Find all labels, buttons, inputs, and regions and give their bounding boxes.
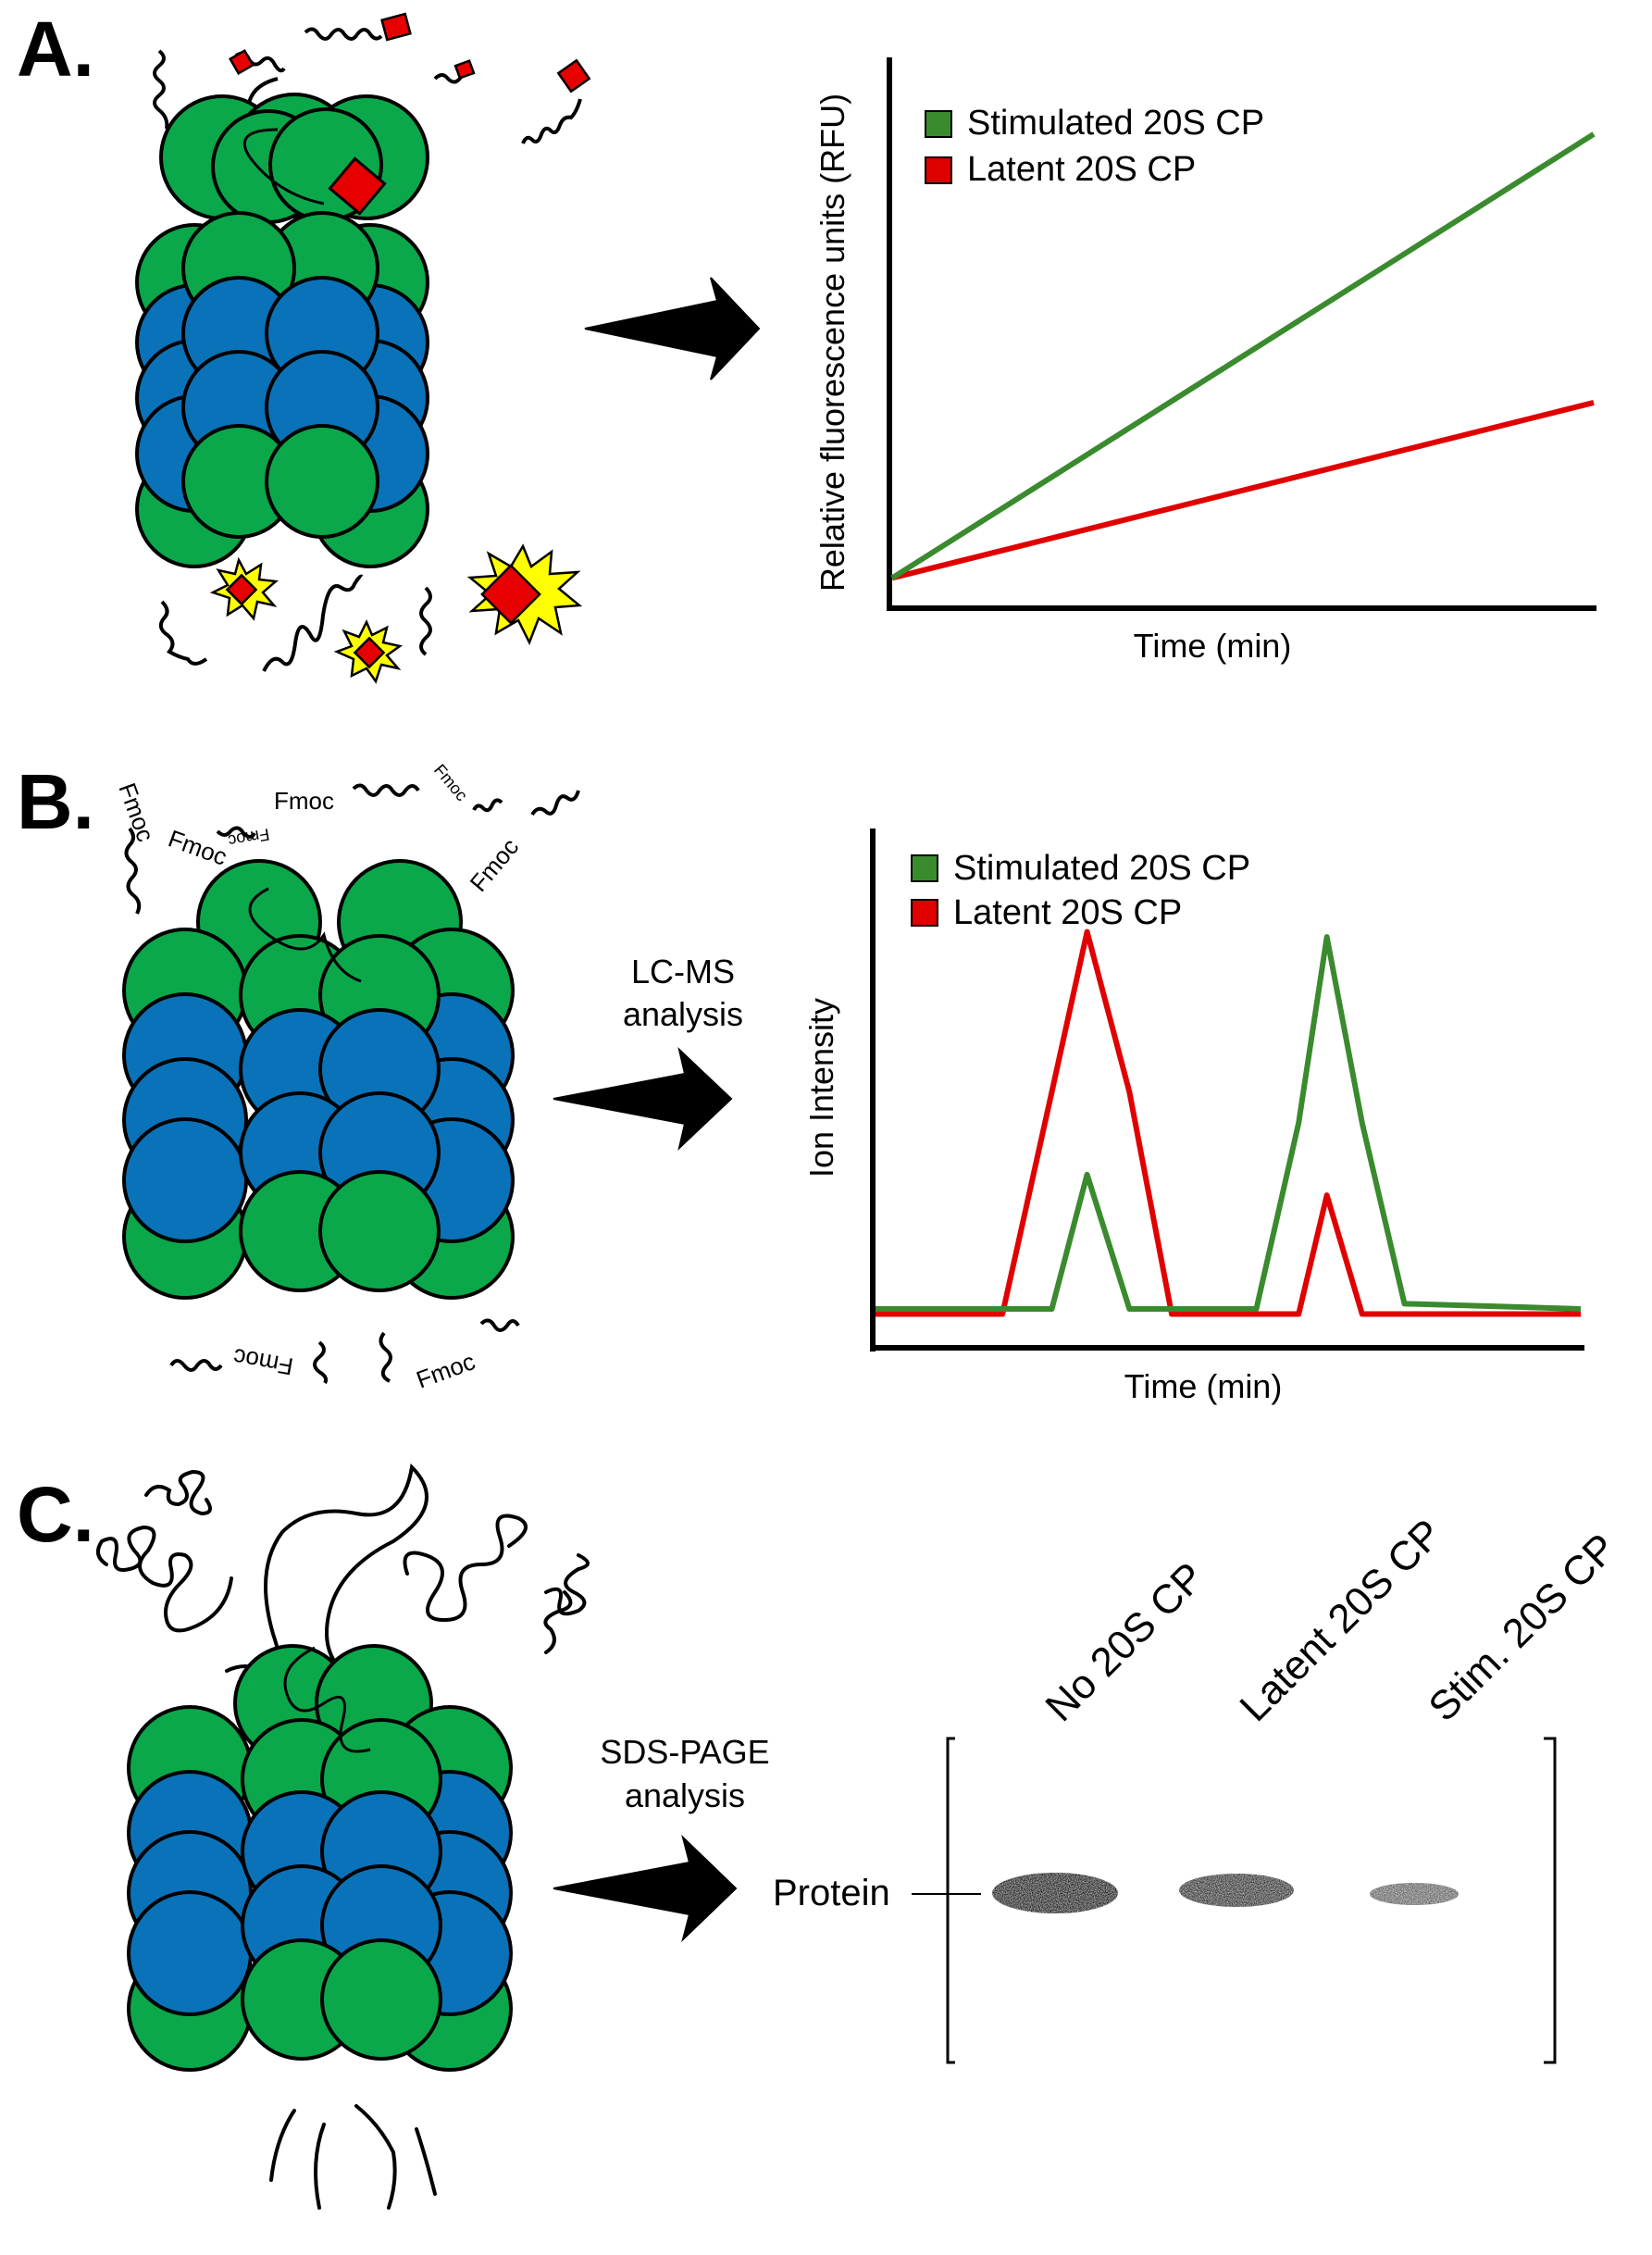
gel-band-no-20s (992, 1873, 1118, 1913)
legend-label-latent: Latent 20S CP (953, 893, 1182, 932)
legend-label-latent: Latent 20S CP (967, 150, 1196, 189)
series-line-latent (891, 400, 1595, 581)
arrow-c (553, 1834, 738, 1943)
legend-label-stimulated: Stimulated 20S CP (953, 849, 1250, 888)
arrow-b (553, 1046, 733, 1152)
gel-band-latent (1179, 1874, 1294, 1907)
panel-label-c: C. (17, 1471, 94, 1558)
proteasome-20s-c (127, 1644, 513, 2072)
arrow-b-text-1: LC-MS (631, 953, 735, 990)
released-fragments (269, 2104, 437, 2210)
fmoc-label: Fmoc (274, 787, 334, 815)
fmoc-label: Fmoc (430, 761, 471, 804)
proteasome-20s-a (135, 93, 429, 568)
sds-page-gel: No 20S CP Latent 20S CP Stim. 20S CP Pro… (773, 1511, 1625, 2064)
chart-a: Stimulated 20S CP Latent 20S CP Time (mi… (814, 57, 1596, 665)
lane-label-stim: Stim. 20S CP (1420, 1526, 1624, 1730)
fmoc-label: Fmoc (165, 824, 230, 870)
fmoc-label: Fmoc (231, 1343, 295, 1381)
legend-swatch-latent (925, 156, 952, 184)
fmoc-label: Fmoc (413, 1347, 478, 1393)
lane-label-latent: Latent 20S CP (1231, 1511, 1450, 1730)
legend-swatch-latent (911, 899, 938, 927)
cleaved-fluorophores (209, 543, 583, 684)
arrow-c-text-2: analysis (625, 1776, 745, 1814)
series-line-stimulated (890, 131, 1596, 580)
proteasome-20s-b (122, 859, 515, 1300)
fmoc-label: Fmoc (113, 779, 159, 845)
y-axis-title-b: Ion Intensity (802, 998, 840, 1177)
gel-left-bracket (946, 1737, 955, 2064)
x-axis-title-b: Time (min) (1124, 1367, 1283, 1405)
series-line-latent (876, 928, 1581, 1317)
y-axis-title-a: Relative fluorescence units (RFU) (814, 93, 851, 592)
gel-right-bracket (1544, 1737, 1557, 2064)
gel-band-stim (1370, 1883, 1459, 1905)
legend-a: Stimulated 20S CP Latent 20S CP (925, 104, 1264, 189)
legend-label-stimulated: Stimulated 20S CP (967, 104, 1264, 143)
arrow-b-text-2: analysis (623, 995, 743, 1033)
legend-b: Stimulated 20S CP Latent 20S CP (911, 849, 1250, 932)
cleaved-peptides (158, 574, 432, 672)
arrow-c-text-1: SDS-PAGE (600, 1733, 769, 1771)
x-axis-title-a: Time (min) (1134, 627, 1292, 665)
fmoc-label: Fmoc (465, 833, 525, 897)
panel-label-a: A. (17, 6, 94, 93)
lane-label-no-20s: No 20S CP (1037, 1554, 1212, 1730)
band-label-protein: Protein (773, 1873, 890, 1913)
arrow-a (584, 277, 761, 380)
fluorophore-substrates (165, 12, 591, 151)
series-line-stimulated (876, 934, 1582, 1312)
chart-b: Stimulated 20S CP Latent 20S CP Time (mi… (802, 828, 1584, 1405)
legend-swatch-stimulated (911, 854, 938, 882)
panel-label-b: B. (17, 758, 94, 845)
legend-swatch-stimulated (925, 110, 952, 138)
